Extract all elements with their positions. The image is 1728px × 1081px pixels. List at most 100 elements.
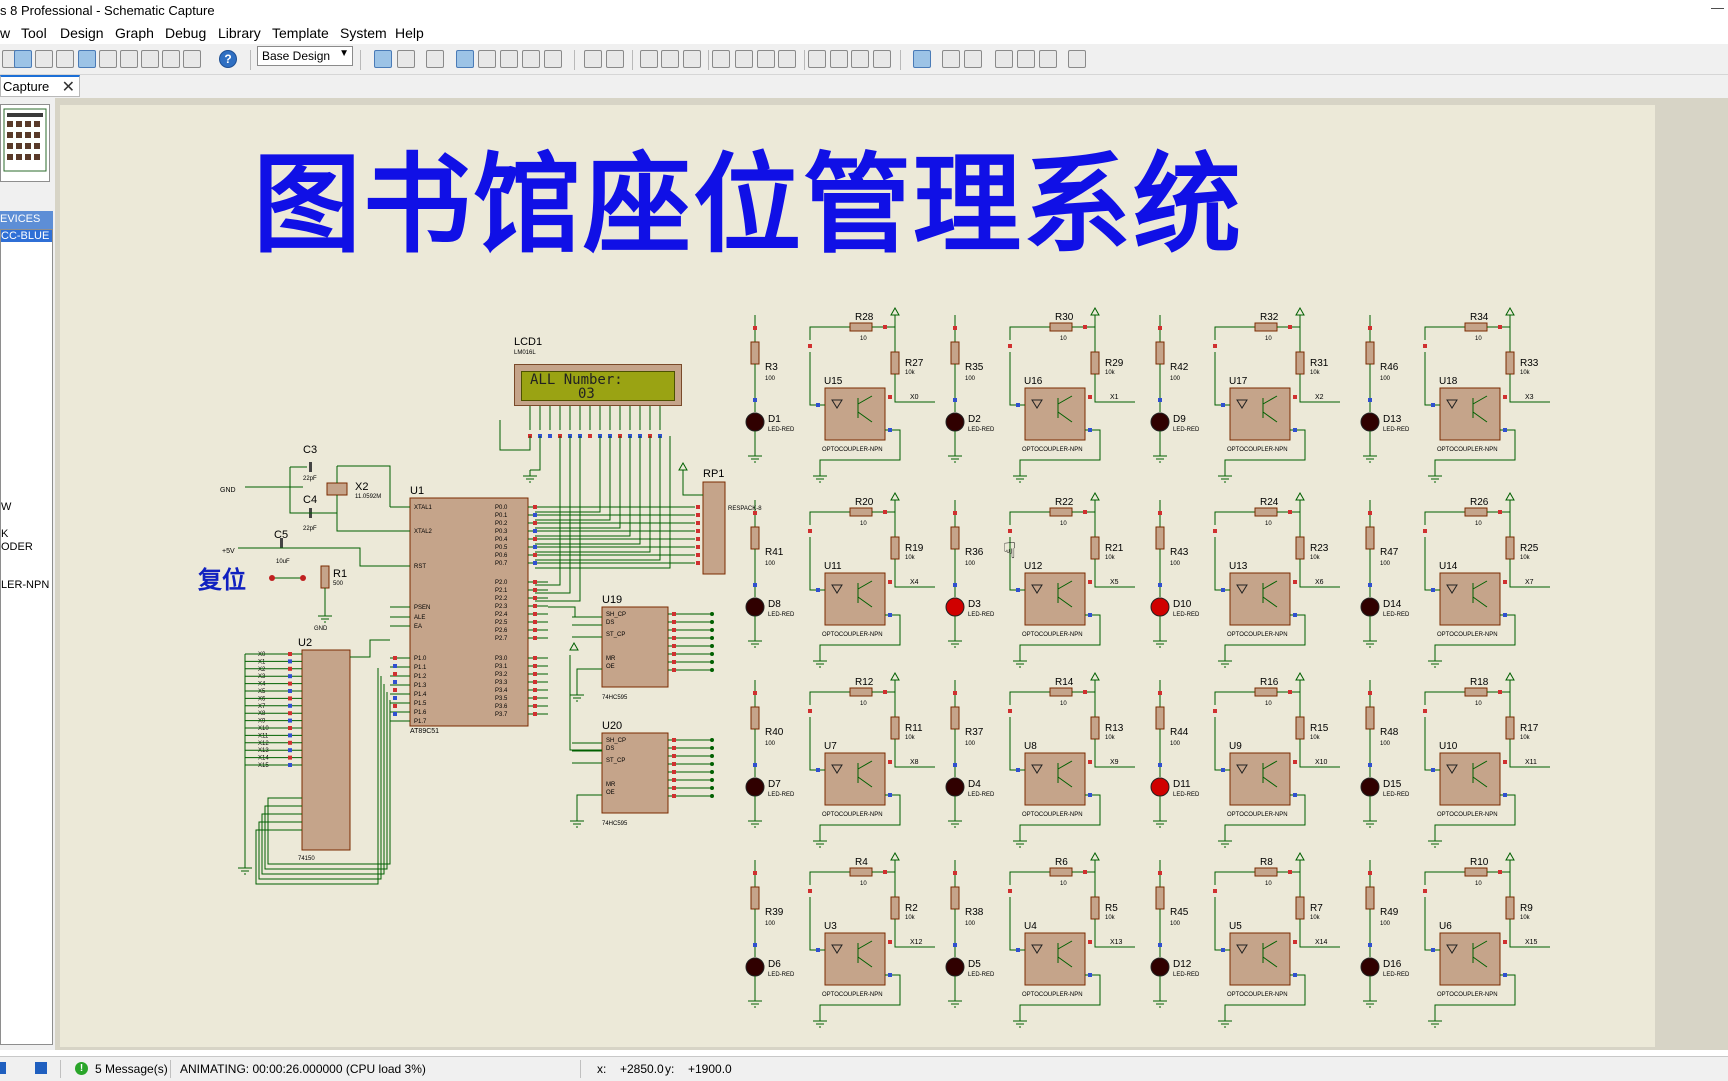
zoom-in-icon[interactable]: [478, 50, 496, 68]
mux-input-label: X12: [258, 741, 269, 747]
pin-state: [533, 529, 537, 533]
menu-template[interactable]: Template: [272, 25, 329, 41]
menu-tool[interactable]: Tool: [21, 25, 47, 41]
menu-view[interactable]: w: [0, 25, 11, 41]
close-icon[interactable]: ✕: [61, 79, 75, 96]
resistor-ref: R24: [1260, 497, 1279, 508]
menu-help[interactable]: Help: [395, 25, 424, 41]
netlist-icon[interactable]: [1068, 50, 1086, 68]
resistor-value: 100: [965, 561, 976, 567]
pick-device-icon[interactable]: [808, 50, 826, 68]
3d-icon[interactable]: [99, 50, 117, 68]
cut-icon[interactable]: [640, 50, 658, 68]
menu-library[interactable]: Library: [218, 25, 261, 41]
device-item[interactable]: CC-BLUE: [1, 230, 52, 242]
minimize-icon[interactable]: —: [1711, 0, 1724, 15]
gerber-icon[interactable]: [120, 50, 138, 68]
resistor-right: [890, 351, 900, 375]
pin-state: [672, 668, 676, 672]
block-delete-icon[interactable]: [778, 50, 796, 68]
pin-state: [533, 636, 537, 640]
mux-input-label: X15: [258, 763, 269, 769]
zoom-area-icon[interactable]: [544, 50, 562, 68]
undo-icon[interactable]: [584, 50, 602, 68]
resistor-value: 10: [1060, 881, 1067, 887]
opto-part: OPTOCOUPLER-NPN: [1437, 812, 1498, 818]
pin-state: [288, 711, 292, 716]
pin-state: [1088, 793, 1092, 797]
pin-state: [1221, 948, 1225, 952]
pin-state: [288, 718, 292, 723]
refresh-icon[interactable]: [374, 50, 392, 68]
packaging-icon[interactable]: [851, 50, 869, 68]
pan-icon[interactable]: [456, 50, 474, 68]
make-device-icon[interactable]: [830, 50, 848, 68]
paste-icon[interactable]: [683, 50, 701, 68]
menu-debug[interactable]: Debug: [165, 25, 207, 41]
pin-state: [753, 511, 757, 515]
search-icon[interactable]: [942, 50, 960, 68]
zoom-out-icon[interactable]: [500, 50, 518, 68]
grid-icon[interactable]: [397, 50, 415, 68]
property-tool-icon[interactable]: [964, 50, 982, 68]
help-icon[interactable]: ?: [219, 50, 237, 68]
notes-icon[interactable]: [183, 50, 201, 68]
overview-preview[interactable]: [0, 104, 50, 182]
wire-autorouter-icon[interactable]: [913, 50, 931, 68]
exit-parent-icon[interactable]: [1039, 50, 1057, 68]
opto-diode: [1236, 399, 1248, 409]
copy-icon[interactable]: [661, 50, 679, 68]
device-item[interactable]: ODER: [1, 541, 33, 553]
led-ref: D10: [1173, 599, 1192, 610]
device-item[interactable]: W: [1, 501, 12, 513]
pin-state: [1083, 870, 1087, 874]
shift-register-pin-label: OE: [606, 664, 615, 670]
new-sheet-icon[interactable]: [995, 50, 1013, 68]
pin-state: [953, 398, 957, 402]
led-part: LED-RED: [968, 972, 995, 978]
pin-state: [696, 561, 700, 565]
pin-state: [1158, 943, 1162, 947]
led: [945, 777, 965, 797]
source-icon[interactable]: [162, 50, 180, 68]
opto-transistor: [857, 580, 873, 590]
wire: [1009, 871, 1050, 885]
back-icon[interactable]: [78, 50, 96, 68]
device-list[interactable]: CC-BLUE W K ODER LER-NPN: [0, 229, 53, 1045]
block-rotate-icon[interactable]: [757, 50, 775, 68]
cap-wire: [289, 467, 337, 514]
redo-icon[interactable]: [606, 50, 624, 68]
cap-value: 22pF: [303, 476, 317, 482]
block-move-icon[interactable]: [735, 50, 753, 68]
pin-state: [953, 691, 957, 695]
menu-design[interactable]: Design: [60, 25, 104, 41]
origin-icon[interactable]: [426, 50, 444, 68]
vcc-label: +5V: [222, 548, 235, 555]
menu-graph[interactable]: Graph: [115, 25, 154, 41]
zoom-all-icon[interactable]: [522, 50, 540, 68]
pause-button[interactable]: [0, 1062, 6, 1074]
resistor-ref: R46: [1380, 362, 1399, 373]
resistor-value: 10k: [1105, 370, 1116, 376]
device-item[interactable]: K: [1, 528, 9, 540]
chip-icon[interactable]: [56, 50, 74, 68]
data-bus-wire: [535, 436, 601, 513]
pin-state: [533, 521, 537, 525]
optocoupler: [1229, 387, 1291, 441]
home-icon[interactable]: [14, 50, 32, 68]
remove-sheet-icon[interactable]: [1017, 50, 1035, 68]
bom-icon[interactable]: [141, 50, 159, 68]
menu-system[interactable]: System: [340, 25, 387, 41]
pin-state: [1431, 588, 1435, 592]
tab-schematic-capture[interactable]: Capture ✕: [0, 75, 80, 97]
resistor-ref: R6: [1055, 857, 1068, 868]
schematic-icon[interactable]: [35, 50, 53, 68]
design-select[interactable]: Base Design ▼: [257, 46, 353, 66]
block-copy-icon[interactable]: [712, 50, 730, 68]
device-item[interactable]: LER-NPN: [1, 579, 50, 591]
shift-register-pin-label: OE: [606, 790, 615, 796]
decompose-icon[interactable]: [873, 50, 891, 68]
cap-ref: C4: [303, 494, 317, 506]
stop-button[interactable]: [35, 1062, 47, 1074]
message-count[interactable]: 5 Message(s): [95, 1062, 168, 1076]
